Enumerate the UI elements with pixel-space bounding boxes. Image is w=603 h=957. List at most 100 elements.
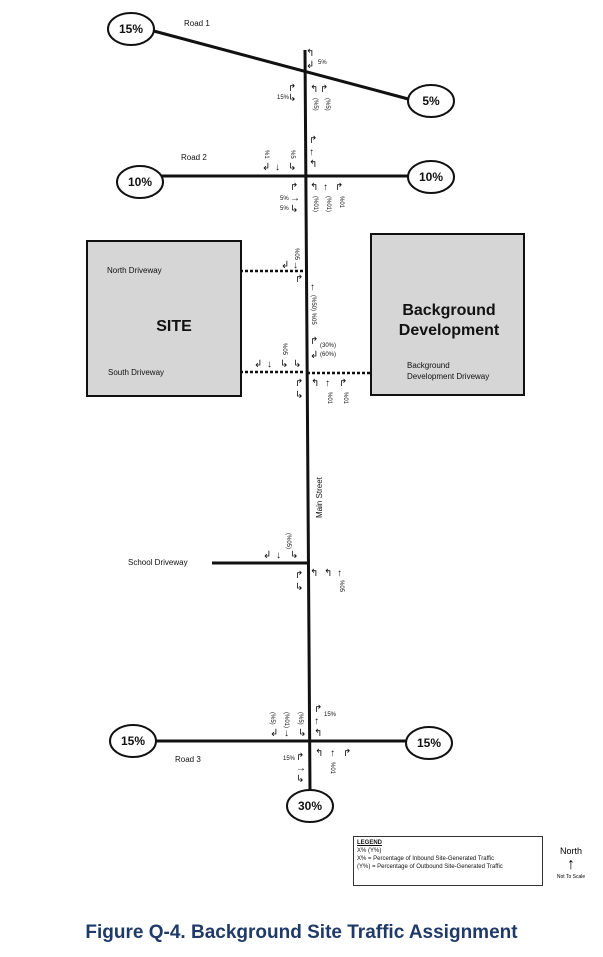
pct-label: (%50) %05 [310,295,316,325]
pct-label: %05 [338,580,344,593]
svg-text:10%: 10% [128,175,152,189]
turn-arrow-icon: → [290,193,300,204]
turn-arrow-icon: ↰ [324,568,332,579]
pct-label: %01 [342,392,348,405]
turn-arrow-icon: ↲ [254,359,262,370]
bubble-road1-west: 15% [107,12,155,46]
turn-arrow-icon: ↑ [337,568,342,579]
background-box [370,233,525,396]
turn-arrow-icon: ↳ [295,582,303,593]
turn-arrow-icon: ↱ [295,378,303,389]
north-driveway-label: North Driveway [107,266,162,275]
turn-arrow-icon: ↰ [315,748,323,759]
turn-arrow-icon: ↲ [270,728,278,739]
pct-label: (%5) [297,712,303,725]
school-driveway-label: School Driveway [128,558,188,567]
main-street-label: Main Street [315,476,324,518]
bubble-road3-east: 15% [405,726,453,760]
pct-label: (%01) [283,712,289,728]
north-label: North [559,846,582,856]
turn-arrow-icon: ↱ [314,704,322,715]
legend-line: X% (Y%) [357,848,382,854]
turn-arrow-icon: ↰ [306,48,314,59]
turn-arrow-icon: ↑ [325,378,330,389]
bg-driveway-label-1: Background [407,361,450,370]
turn-arrow-icon: ↳ [290,204,298,215]
bubble-road1-east: 5% [407,84,455,118]
turn-arrow-icon: ↳ [290,550,298,561]
turn-arrow-icon: ↑ [330,748,335,759]
legend-line: (Y%) = Percentage of Outbound Site-Gener… [357,864,503,870]
turn-arrow-icon: ↱ [335,182,343,193]
turn-arrow-icon: ↱ [290,182,298,193]
turn-arrow-icon: ↓ [267,359,272,370]
pct-label: %1 [263,150,269,159]
turn-arrows: ↰ ↲ ↱ ↳ ↰ ↱ ↱ ↑ ↰ ↲ ↓ ↳ ↱ → ↳ ↰ ↑ ↱ ↲ ↓ … [254,48,351,785]
pct-label: 5% [318,60,327,66]
turn-arrow-icon: ↲ [306,60,314,71]
pct-label: (%01) [325,196,331,212]
pct-label: %05 [293,248,299,261]
turn-arrow-icon: ↓ [284,728,289,739]
turn-arrow-icon: ↳ [288,93,296,104]
turn-arrow-icon: ↳ [295,390,303,401]
not-to-scale-label: Not To Scale [556,874,586,880]
turn-arrow-icon: ↳ [280,359,288,370]
pct-label: %5 [289,150,295,159]
turn-arrow-icon: ↑ [309,147,314,158]
bubble-road2-east: 10% [407,160,455,194]
figure-caption: Figure Q-4. Background Site Traffic Assi… [85,922,518,943]
turn-arrow-icon: ↱ [310,336,318,347]
traffic-diagram: SITE Background Development 15% 5% 10% 1… [86,12,525,823]
legend-title: LEGEND [357,840,383,846]
turn-arrow-icon: ↓ [293,260,298,271]
bubble-main-south: 30% [286,789,334,823]
road1-label: Road 1 [184,19,210,28]
legend-line: X% = Percentage of Inbound Site-Generate… [357,856,495,862]
pct-label: (%01) [312,196,318,212]
pct-label: (%5) [269,712,275,725]
pct-label: %01 [338,196,344,209]
turn-arrow-icon: ↱ [295,570,303,581]
turn-arrow-icon: ↑ [310,282,315,293]
bubble-road2-west: 10% [116,165,164,199]
turn-arrow-icon: ↰ [310,568,318,579]
turn-arrow-icon: ↱ [339,378,347,389]
site-label: SITE [156,318,192,335]
road2-label: Road 2 [181,153,207,162]
pct-label: 5% [280,196,289,202]
road1-line [149,28,413,102]
turn-arrow-icon: ↱ [295,274,303,285]
svg-text:15%: 15% [119,22,143,36]
turn-arrow-icon: ↑ [314,716,319,727]
turn-arrow-icon: ↱ [343,748,351,759]
turn-arrow-icon: ↰ [310,182,318,193]
svg-text:15%: 15% [417,736,441,750]
turn-arrow-icon: ↳ [298,728,306,739]
turn-arrow-icon: ↱ [296,752,304,763]
svg-text:30%: 30% [298,799,322,813]
turn-arrow-icon: ↰ [311,378,319,389]
turn-arrow-icon: ↓ [276,550,281,561]
pct-label: %05 [281,343,287,356]
site-box [86,240,242,397]
bubble-road3-west: 15% [109,724,157,758]
north-indicator: North ↑ Not To Scale [545,846,597,880]
south-driveway-label: South Driveway [108,368,164,377]
turn-arrow-icon: ↰ [314,728,322,739]
svg-text:5%: 5% [422,94,440,108]
turn-arrow-icon: ↳ [288,162,296,173]
turn-arrow-icon: ↱ [309,135,317,146]
pct-label: (30%) [320,343,336,349]
pct-label: %01 [329,762,335,775]
turn-arrow-icon: ↲ [263,550,271,561]
turn-arrow-icon: → [296,763,306,774]
background-label-line1: Background [402,302,495,319]
turn-arrow-icon: ↳ [293,359,301,370]
pct-label: 5% [280,206,289,212]
turn-arrow-icon: ↲ [281,260,289,271]
turn-arrow-icon: ↲ [310,350,318,361]
background-label-line2: Development [399,322,500,339]
pct-label: (%5) [312,98,318,111]
pct-label: (%5) [324,98,330,111]
